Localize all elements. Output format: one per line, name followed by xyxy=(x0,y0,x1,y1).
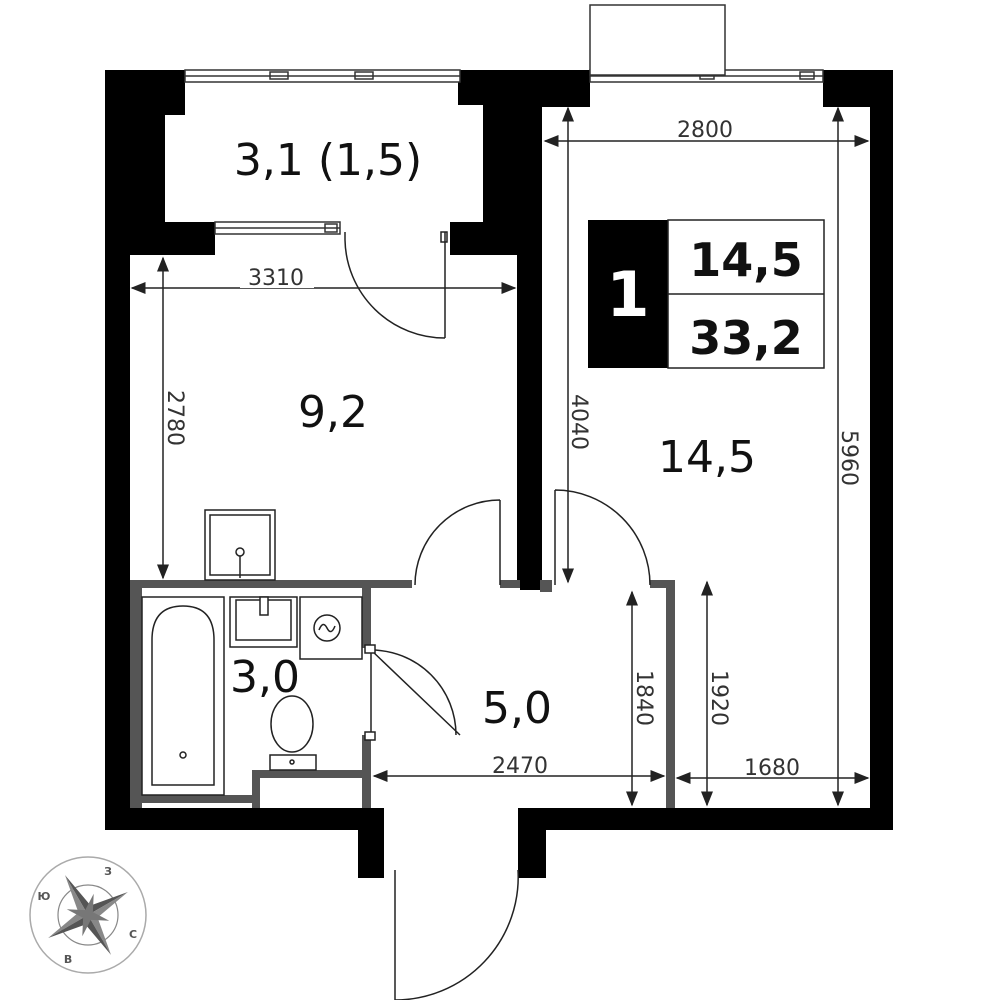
dim-kitchen-height: 2780 xyxy=(162,390,187,446)
partitions xyxy=(130,580,675,808)
dim-living-width: 2800 xyxy=(677,118,733,143)
dim-hall-width: 2470 xyxy=(492,754,548,779)
exterior-walls xyxy=(105,70,893,878)
room-labels: 3,1 (1,5) 9,2 14,5 3,0 5,0 xyxy=(230,135,756,734)
badge-living-area: 14,5 xyxy=(689,233,803,287)
room-area-bathroom: 3,0 xyxy=(230,652,300,703)
dim-living-lower-height: 1920 xyxy=(706,670,731,726)
room-area-living-room: 14,5 xyxy=(658,432,756,483)
room-area-balcony: 3,1 (1,5) xyxy=(234,135,422,186)
dim-kitchen-width: 3310 xyxy=(248,266,304,291)
dimension-labels: 2800 3310 2780 4040 5960 1840 1920 2470 … xyxy=(162,118,861,781)
compass-south-label: В xyxy=(64,953,72,966)
dimension-lines xyxy=(130,106,870,807)
fixtures xyxy=(141,509,363,796)
dim-living-height-upper: 4040 xyxy=(566,394,591,450)
compass: З С В Ю xyxy=(29,856,147,974)
compass-east-label: С xyxy=(129,928,137,941)
apartment-badge: 1 14,5 33,2 xyxy=(588,219,825,369)
dim-living-lower-width: 1680 xyxy=(744,756,800,781)
dim-living-height-total: 5960 xyxy=(836,430,861,486)
windows xyxy=(184,4,824,235)
compass-rose-icon xyxy=(48,875,128,955)
compass-north-label: З xyxy=(104,865,112,878)
badge-room-count: 1 xyxy=(606,258,649,331)
room-area-kitchen: 9,2 xyxy=(298,387,368,438)
compass-west-label: Ю xyxy=(38,890,51,903)
badge-total-area: 33,2 xyxy=(689,311,803,365)
room-area-hallway: 5,0 xyxy=(482,683,552,734)
dim-hall-height: 1840 xyxy=(631,670,656,726)
